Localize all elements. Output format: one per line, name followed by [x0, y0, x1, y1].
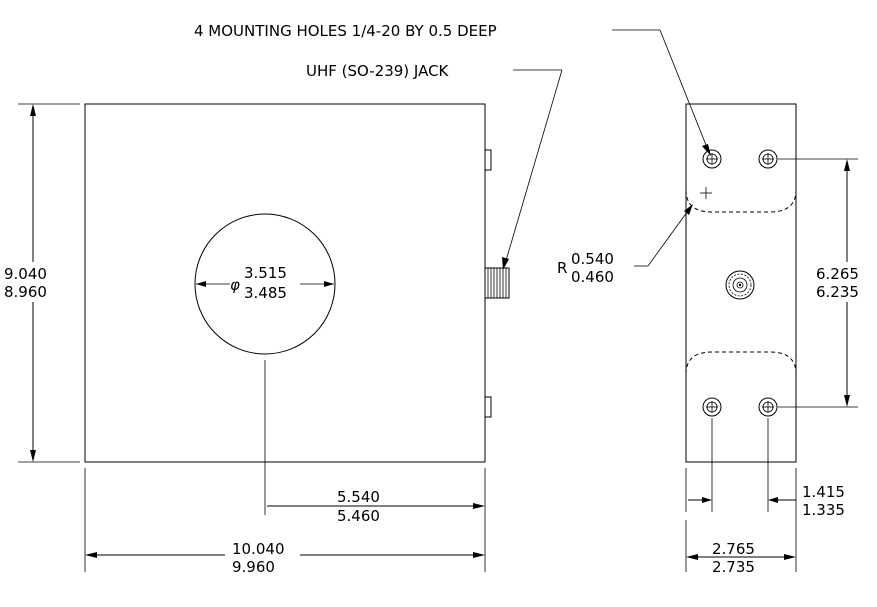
front-width-min: 9.960 [232, 558, 275, 576]
mounting-hole-bottom-right [758, 397, 778, 417]
hole-edge-min: 1.335 [802, 501, 845, 519]
hole-edge-max: 1.415 [802, 483, 845, 501]
front-side-tab-bottom [484, 396, 492, 418]
radius-callout: R 0.540 0.460 [557, 204, 693, 286]
radius-max: 0.540 [571, 250, 614, 268]
front-width-max: 10.040 [232, 540, 285, 558]
hole-edge-dimension: 1.415 1.335 [685, 418, 845, 519]
bore-diameter-max: 3.515 [244, 264, 287, 282]
side-width-dimension: 2.765 2.735 [685, 468, 797, 576]
front-height-max: 9.040 [4, 265, 47, 283]
uhf-jack-label: UHF (SO-239) JACK [306, 62, 450, 80]
hole-spacing-min: 6.235 [816, 283, 859, 301]
bore-offset-max: 5.540 [337, 488, 380, 506]
uhf-jack-callout: UHF (SO-239) JACK [306, 62, 563, 270]
bore-offset-min: 5.460 [337, 507, 380, 525]
mounting-hole-bottom-left [702, 397, 722, 417]
radius-symbol: R [557, 259, 567, 277]
bottom-pocket-dashed [685, 351, 797, 375]
front-view: φ 3.515 3.485 [84, 103, 510, 463]
radius-min: 0.460 [571, 268, 614, 286]
uhf-connector-end-view [725, 270, 755, 300]
front-height-min: 8.960 [4, 283, 47, 301]
bore-diameter-min: 3.485 [244, 284, 287, 302]
center-bore-circle [194, 213, 336, 355]
bore-offset-dimension: 5.540 5.460 [264, 360, 485, 525]
side-width-max: 2.765 [712, 540, 755, 558]
mounting-holes-label: 4 MOUNTING HOLES 1/4-20 BY 0.5 DEEP [194, 22, 497, 40]
mounting-hole-top-right [758, 149, 778, 169]
front-width-dimension: 10.040 9.960 [84, 468, 486, 576]
front-side-tab-top [484, 149, 492, 171]
mounting-holes-callout: 4 MOUNTING HOLES 1/4-20 BY 0.5 DEEP [194, 22, 711, 156]
uhf-connector [484, 267, 510, 299]
mounting-hole-top-left [702, 149, 722, 169]
hole-spacing-max: 6.265 [816, 265, 859, 283]
side-width-min: 2.735 [712, 558, 755, 576]
bore-diameter-symbol: φ [230, 276, 240, 294]
side-body-outline [685, 103, 797, 463]
front-height-dimension: 9.040 8.960 [4, 103, 80, 463]
front-body-outline [84, 103, 486, 463]
side-view [685, 103, 797, 463]
hole-spacing-dimension: 6.265 6.235 [778, 158, 859, 408]
